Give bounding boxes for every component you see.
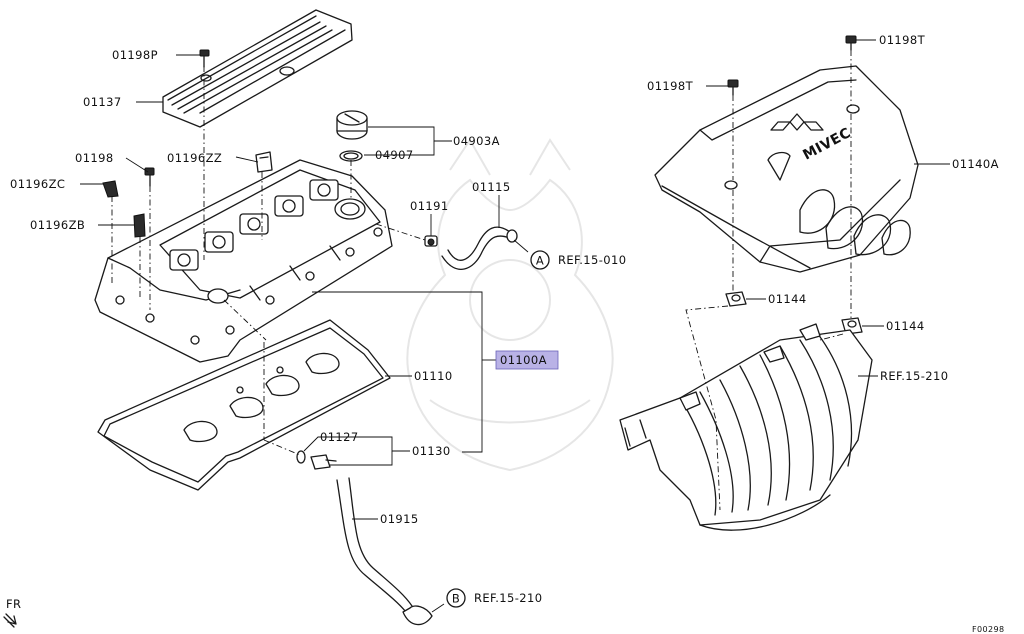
part-labels: 01198P 01137 01198 01196ZZ 01196ZC 01196… xyxy=(10,33,999,605)
cylinder-head-cover xyxy=(94,159,393,363)
figure-number: F00298 xyxy=(972,625,1004,634)
label-01137[interactable]: 01137 xyxy=(83,95,122,109)
oil-filler-cap xyxy=(336,110,368,140)
watermark xyxy=(406,138,614,472)
bolt-01198t-top xyxy=(845,35,857,51)
valve-cover-gasket xyxy=(97,319,391,491)
pcv-valve-01130 xyxy=(310,454,337,470)
oil-cap-gasket xyxy=(339,150,363,162)
ref-circle-b: B xyxy=(446,588,466,608)
label-ref-15-010[interactable]: REF.15-010 xyxy=(558,253,626,267)
label-01130[interactable]: 01130 xyxy=(412,444,451,458)
fr-label: FR xyxy=(6,597,21,611)
plug-wells xyxy=(169,179,339,271)
clip-01196zb xyxy=(133,213,146,238)
label-01198p[interactable]: 01198P xyxy=(112,48,158,62)
fitting-01191 xyxy=(424,235,438,247)
label-01110[interactable]: 01110 xyxy=(414,369,453,383)
front-indicator: FR xyxy=(3,597,21,628)
grommet-01144-a xyxy=(725,291,747,307)
hose-01115 xyxy=(441,226,518,270)
label-04907[interactable]: 04907 xyxy=(375,148,414,162)
assembly-lines xyxy=(111,50,852,511)
bolt-01198 xyxy=(144,167,155,187)
label-01100a[interactable]: 01100A xyxy=(500,353,547,367)
label-01115[interactable]: 01115 xyxy=(472,180,511,194)
ref-circle-a-label: A xyxy=(536,254,544,268)
ref-circle-a: A xyxy=(530,250,550,270)
top-rocker-cover xyxy=(162,9,353,128)
label-01191[interactable]: 01191 xyxy=(410,199,449,213)
label-ref-15-210-manifold[interactable]: REF.15-210 xyxy=(880,369,948,383)
label-01144-b[interactable]: 01144 xyxy=(886,319,925,333)
label-04903a[interactable]: 04903A xyxy=(453,134,500,148)
label-01198t-left[interactable]: 01198T xyxy=(647,79,694,93)
label-01196zc[interactable]: 01196ZC xyxy=(10,177,65,191)
o-ring-01127 xyxy=(296,450,306,464)
label-01198t-top[interactable]: 01198T xyxy=(879,33,926,47)
hose-01915 xyxy=(336,477,433,626)
fr-arrow-icon xyxy=(5,613,17,625)
highlight-01100a-box xyxy=(495,350,559,370)
label-01140a[interactable]: 01140A xyxy=(952,157,999,171)
label-01196zz[interactable]: 01196ZZ xyxy=(167,151,222,165)
label-01198[interactable]: 01198 xyxy=(75,151,114,165)
bolt-01198p xyxy=(199,49,210,68)
label-ref-15-210-b[interactable]: REF.15-210 xyxy=(474,591,542,605)
intake-manifold xyxy=(619,323,873,531)
engine-cover: MIVEC xyxy=(654,65,919,273)
label-01196zb[interactable]: 01196ZB xyxy=(30,218,85,232)
label-01144-a[interactable]: 01144 xyxy=(768,292,807,306)
mitsubishi-logo xyxy=(767,113,824,181)
leader-lines xyxy=(80,39,950,613)
clip-01196zz xyxy=(255,151,273,173)
label-01915[interactable]: 01915 xyxy=(380,512,419,526)
label-01127[interactable]: 01127 xyxy=(320,430,359,444)
ref-circle-b-label: B xyxy=(452,592,460,606)
clip-01196zc xyxy=(102,180,119,198)
bolt-01198t-left xyxy=(727,79,739,96)
